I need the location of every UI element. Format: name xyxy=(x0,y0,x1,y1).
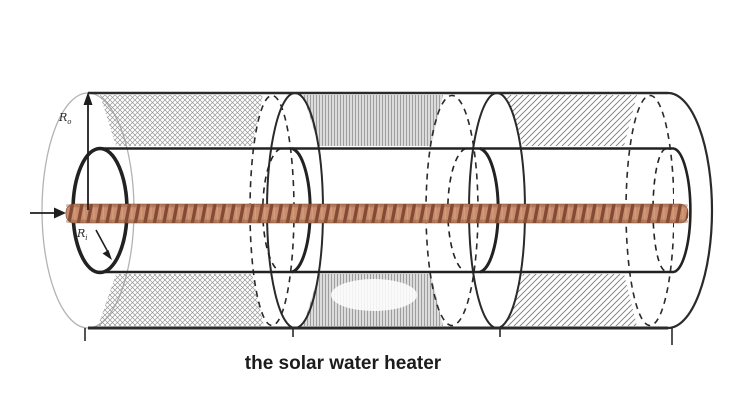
crosshatch-band-top xyxy=(100,95,263,146)
diaghatch-band-top xyxy=(506,95,637,146)
stand-ticks xyxy=(84,328,673,345)
axis-arrow xyxy=(30,207,66,219)
radius-outer-arrow xyxy=(83,92,93,210)
annotations xyxy=(30,92,112,260)
outer-right-cap xyxy=(667,91,714,330)
radius-inner-label: Ri xyxy=(76,227,88,242)
radius-outer-arrowhead-icon xyxy=(83,92,93,105)
radius-inner-arrowhead-icon xyxy=(102,250,112,260)
axis-arrowhead-icon xyxy=(54,207,66,219)
outer-cylinder xyxy=(41,91,714,345)
crosshatch-band-bottom xyxy=(98,274,264,326)
hatch-bands-bottom xyxy=(98,274,637,326)
hatch-bands-top xyxy=(100,95,637,146)
diaghatch-band-bottom xyxy=(506,274,637,326)
figure-caption: the solar water heater xyxy=(245,353,442,374)
radius-inner-arrow xyxy=(95,229,112,260)
radius-outer-label: Ro xyxy=(58,111,72,126)
midstripe-band-top xyxy=(303,95,443,146)
heating-coil xyxy=(65,203,689,224)
glare-spot xyxy=(331,279,417,311)
